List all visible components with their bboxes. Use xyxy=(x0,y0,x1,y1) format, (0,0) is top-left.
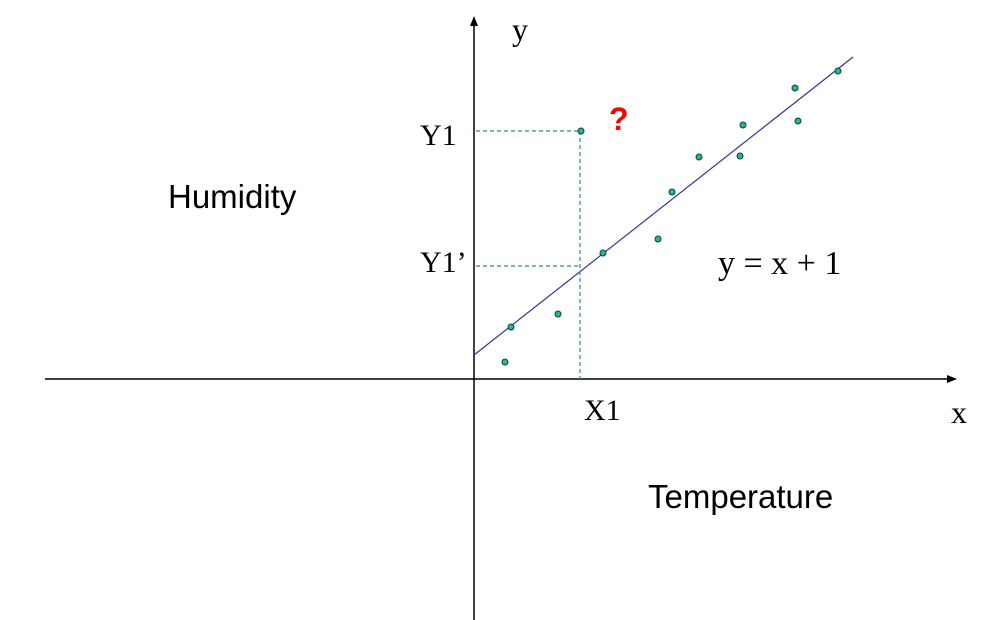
data-points xyxy=(501,67,842,366)
data-point xyxy=(554,310,562,318)
data-point xyxy=(501,358,509,366)
x-axis-label: x xyxy=(951,394,967,430)
regression-equation: y = x + 1 xyxy=(718,245,841,282)
data-point xyxy=(599,249,607,257)
temperature-label: Temperature xyxy=(648,478,833,515)
data-point xyxy=(794,117,802,125)
data-point xyxy=(791,84,799,92)
question-mark: ? xyxy=(609,101,629,137)
x1-label: X1 xyxy=(584,394,621,427)
y-axis-label: y xyxy=(512,11,528,47)
y1-label: Y1 xyxy=(420,119,457,152)
humidity-label: Humidity xyxy=(168,178,297,215)
data-point xyxy=(739,121,747,129)
data-point xyxy=(577,127,585,135)
data-point xyxy=(695,153,703,161)
y1-prime-label: Y1’ xyxy=(420,246,467,279)
regression-line xyxy=(473,56,854,356)
data-point xyxy=(507,323,515,331)
data-point xyxy=(668,188,676,196)
data-point xyxy=(654,235,662,243)
data-point xyxy=(736,152,744,160)
data-point xyxy=(834,67,842,75)
